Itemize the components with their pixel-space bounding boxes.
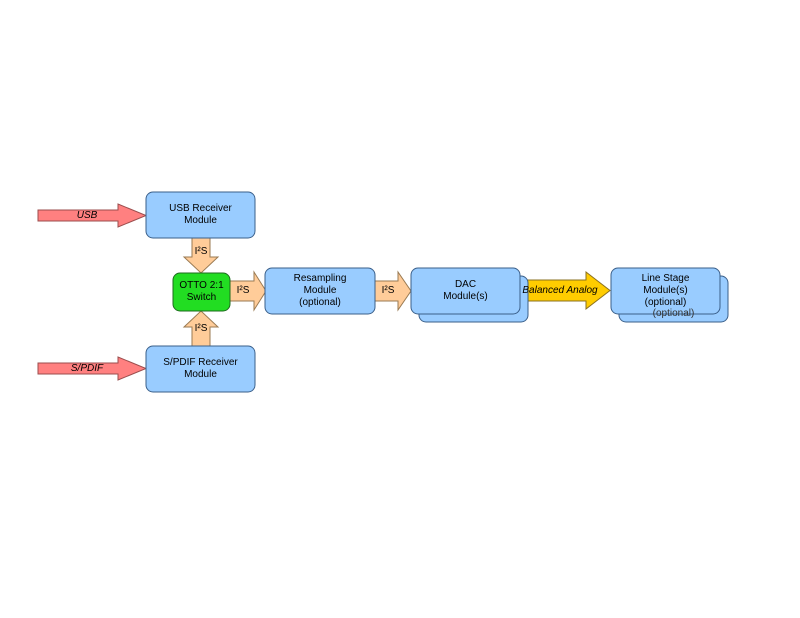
spdif-receiver-module xyxy=(145,345,256,393)
line-stage-back-label: (optional) xyxy=(652,308,695,319)
usb-receiver-module xyxy=(145,191,256,239)
resampling-module-label: Resampling Module (optional) xyxy=(293,273,347,308)
line-stage-module xyxy=(610,267,721,315)
usb-to-switch-arrow xyxy=(182,237,220,274)
spdif-i2s-label: I²S xyxy=(194,323,208,334)
switch-i2s-label: I²S xyxy=(236,285,250,296)
line-stage-module-label: Line Stage Module(s) (optional) xyxy=(641,273,690,308)
switch-to-resampling-arrow xyxy=(229,270,267,312)
spdif-to-switch-arrow xyxy=(182,310,220,347)
usb-input-arrow xyxy=(37,203,148,228)
dac-module-label: DAC Module(s) xyxy=(443,279,488,302)
resampling-module xyxy=(264,267,376,315)
spdif-input-label: S/PDIF xyxy=(70,362,104,374)
usb-i2s-label: I²S xyxy=(194,246,208,257)
dac-module xyxy=(410,267,521,315)
spdif-input-arrow xyxy=(37,356,148,381)
usb-receiver-label: USB Receiver Module xyxy=(169,203,232,226)
otto-switch xyxy=(172,272,231,312)
resampling-i2s-label: I²S xyxy=(381,285,395,296)
balanced-analog-label: Balanced Analog xyxy=(522,285,598,296)
usb-input-label: USB xyxy=(76,209,98,221)
otto-switch-label: OTTO 2:1 Switch xyxy=(179,280,224,303)
balanced-analog-arrow xyxy=(518,270,611,311)
spdif-receiver-label: S/PDIF Receiver Module xyxy=(163,357,238,380)
resampling-to-dac-arrow xyxy=(374,270,412,312)
